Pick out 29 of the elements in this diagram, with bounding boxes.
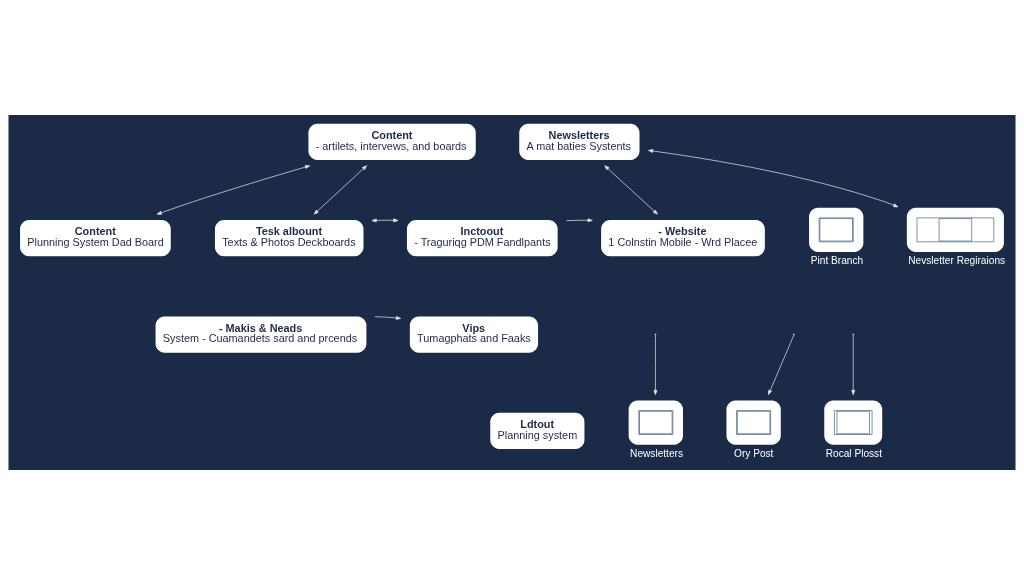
arrow (371, 218, 399, 223)
node-box: Tesk albount Texts & Photos Deckboards (214, 220, 364, 257)
arrow (768, 334, 795, 395)
node-box: Vips Tumagphats and Faaks (409, 316, 539, 353)
arrow (374, 316, 402, 320)
arrow (851, 334, 856, 395)
node-picture (628, 400, 683, 445)
node-box: Content - artilets, intervews, and boards (308, 123, 476, 160)
node-box: - Website 1 Colnstin Mobile - Wrd Placee (601, 220, 765, 257)
node-label: Nevsletter Regiraions (908, 255, 1006, 267)
node-box: - Makis & Neads System - Cuamandets sard and prcends (155, 316, 367, 353)
node-label: Pint Branch (810, 255, 864, 267)
arrow (648, 149, 899, 208)
arrow (653, 334, 658, 395)
node-box: Content Plunning System Dad Board (20, 220, 171, 257)
arrow (604, 165, 658, 215)
node-picture (824, 400, 883, 445)
node-box: Newsletters A mat baties Systents (519, 123, 640, 160)
arrow (156, 165, 311, 215)
node-picture (809, 207, 864, 252)
node-box: Inctoout - Traguriqg PDM Fandlpants (406, 220, 558, 257)
node-label: Rocal Plosst (825, 448, 882, 460)
node-box: Ldtout Planning system (490, 412, 585, 449)
arrow (566, 218, 593, 223)
node-label: Ory Post (734, 448, 774, 460)
node-label: Newsletters (630, 448, 683, 460)
node-picture (726, 400, 781, 445)
node-picture (906, 207, 1004, 252)
arrow (313, 165, 367, 215)
